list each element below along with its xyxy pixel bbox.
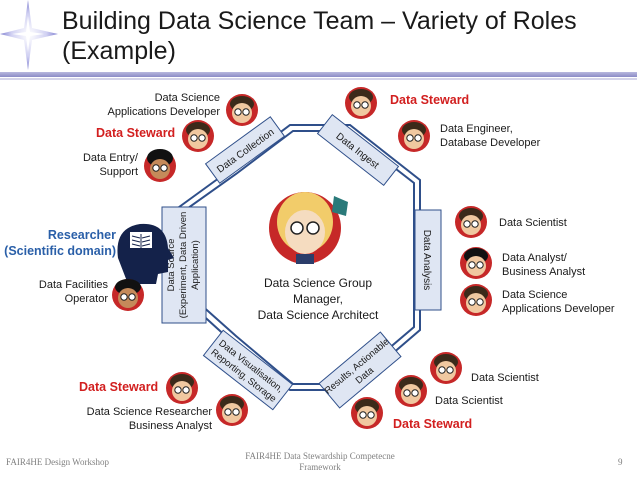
role-data-steward-top: Data Steward xyxy=(390,93,470,107)
role-ds-app-dev-right-line2: Applications Developer xyxy=(502,303,615,315)
avatar-data-analyst xyxy=(460,247,492,279)
role-data-steward-left: Data Steward xyxy=(96,126,176,140)
avatar-data-steward-left xyxy=(182,120,214,152)
star-logo-icon xyxy=(0,0,58,70)
avatar-data-scientist-1 xyxy=(455,206,487,238)
avatar-data-steward-top xyxy=(345,87,377,119)
role-data-scientist-3: Data Scientist xyxy=(435,395,503,407)
footer-middle: FAIR4HE Data Stewardship Competecne Fram… xyxy=(220,451,420,473)
role-data-analyst-line2: Business Analyst xyxy=(502,266,586,278)
role-ds-app-dev-right: Data Science Applications Developer xyxy=(502,288,632,316)
page-number: 9 xyxy=(618,457,623,467)
role-data-facilities: Data Facilities Operator xyxy=(20,278,108,306)
role-data-analyst-line1: Data Analyst/ xyxy=(502,252,567,264)
step-data-analysis: Data Analysis xyxy=(414,209,442,311)
title-line-1: Building Data Science Team – Variety of … xyxy=(62,7,577,35)
avatar-data-steward-bottom-left xyxy=(166,372,198,404)
role-ds-app-dev-left-line2: Applications Developer xyxy=(107,106,220,118)
role-data-steward-bottom-left: Data Steward xyxy=(79,380,159,394)
role-data-scientist-2: Data Scientist xyxy=(471,372,539,384)
role-data-facilities-line2: Operator xyxy=(64,293,108,305)
center-line-3: Data Science Architect xyxy=(257,308,379,322)
role-ds-app-dev-right-line1: Data Science xyxy=(502,289,568,301)
avatar-ds-app-dev-right xyxy=(460,284,492,316)
role-researcher-ba: Data Science Researcher Business Analyst xyxy=(70,405,212,433)
role-data-steward-bottom-right: Data Steward xyxy=(393,417,473,431)
title-divider-thin xyxy=(0,78,637,80)
avatar-researcher-ba xyxy=(216,394,248,426)
role-ds-app-dev-left: Data Science Applications Developer xyxy=(80,91,220,119)
avatar-data-engineer xyxy=(398,120,430,152)
avatar-data-scientist-3 xyxy=(395,375,427,407)
slide-title: Building Data Science Team – Variety of … xyxy=(62,6,632,66)
step-data-source-label-3: Application) xyxy=(190,240,201,290)
role-researcher-ba-line2: Business Analyst xyxy=(128,420,212,432)
manager-avatar xyxy=(269,192,348,264)
step-data-source-label-1: Data Source xyxy=(166,239,177,292)
role-data-entry-line2: Support xyxy=(99,166,138,178)
avatar-ds-app-dev-left xyxy=(226,94,258,126)
role-ds-app-dev-left-line1: Data Science xyxy=(154,92,220,104)
center-line-2: Manager, xyxy=(292,292,344,306)
avatar-data-entry xyxy=(144,149,176,182)
role-data-facilities-line1: Data Facilities xyxy=(38,279,108,291)
footer-middle-line2: Framework xyxy=(299,462,341,472)
role-data-analyst: Data Analyst/ Business Analyst xyxy=(502,251,622,279)
title-divider xyxy=(0,72,637,77)
title-line-2: (Example) xyxy=(62,37,176,65)
role-researcher-ba-line1: Data Science Researcher xyxy=(86,406,212,418)
footer-left: FAIR4HE Design Workshop xyxy=(6,457,109,467)
role-data-entry-line1: Data Entry/ xyxy=(82,152,138,164)
step-data-analysis-label: Data Analysis xyxy=(421,230,432,291)
avatar-data-scientist-2 xyxy=(430,352,462,384)
step-data-source-label-2: (Experiment, Data Driven xyxy=(178,212,189,319)
role-data-entry: Data Entry/ Support xyxy=(60,151,138,179)
role-data-scientist-1: Data Scientist xyxy=(499,217,567,229)
role-data-engineer: Data Engineer, Database Developer xyxy=(440,122,580,150)
center-manager-label: Data Science Group Manager, Data Science… xyxy=(238,275,398,323)
role-data-engineer-line2: Database Developer xyxy=(440,137,541,149)
role-researcher: Researcher (Scientific domain) xyxy=(0,227,116,259)
avatar-data-facilities xyxy=(112,279,144,311)
center-line-1: Data Science Group xyxy=(263,276,373,290)
footer-middle-line1: FAIR4HE Data Stewardship Competecne xyxy=(245,451,395,461)
role-data-engineer-line1: Data Engineer, xyxy=(440,123,513,135)
role-researcher-line1: Researcher xyxy=(47,228,116,242)
role-researcher-line2: (Scientific domain) xyxy=(4,244,116,258)
avatar-data-steward-bottom-right xyxy=(351,397,383,429)
researcher-head-icon xyxy=(117,223,174,284)
